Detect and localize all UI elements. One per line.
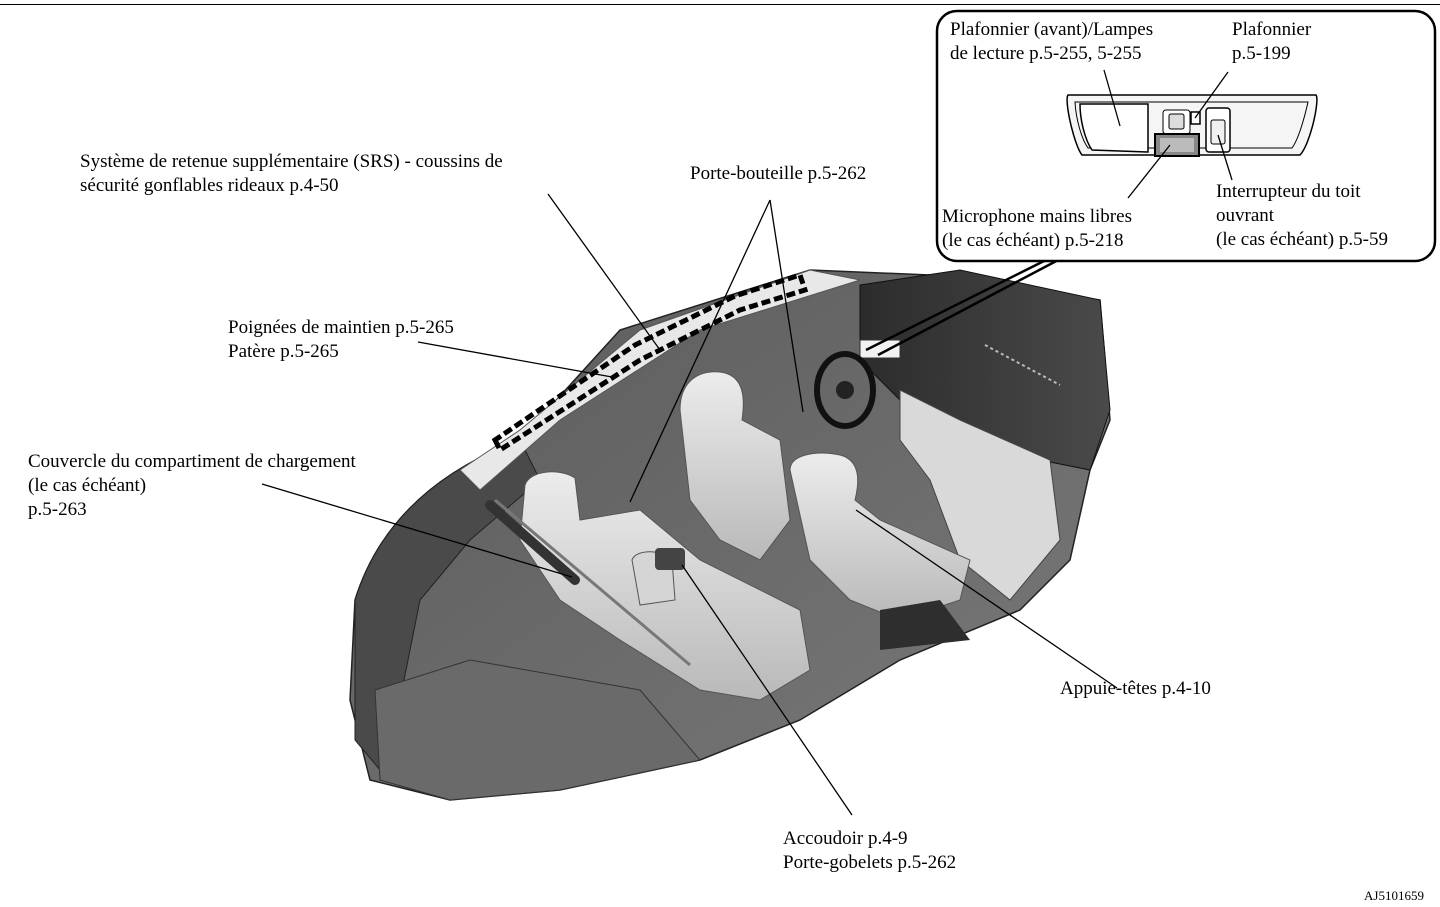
overhead-console — [859, 339, 901, 359]
label-head-restraints: Appuie-têtes p.4-10 — [1060, 678, 1211, 699]
armrest-cupholder — [655, 548, 685, 570]
label-grip-handles: Poignées de maintien p.5-265 Patère p.5-… — [228, 317, 454, 362]
figure-code: AJ5101659 — [1364, 888, 1424, 903]
label-microphone: Microphone mains libres (le cas échéant)… — [942, 206, 1132, 251]
label-sunroof-switch: Interrupteur du toit ouvrant (le cas éch… — [1216, 181, 1388, 250]
inset-callout — [865, 9, 1437, 357]
steering-wheel — [814, 351, 876, 429]
top-rule — [0, 4, 1440, 5]
label-cargo-cover: Couvercle du compartiment de chargement … — [28, 451, 356, 520]
front-seats — [679, 371, 971, 650]
dashboard — [859, 269, 1111, 601]
rear-seats — [519, 471, 811, 701]
leader-lines — [261, 193, 1118, 816]
label-front-lamps: Plafonnier (avant)/Lampes de lecture p.5… — [950, 19, 1154, 64]
label-armrest: Accoudoir p.4-9 Porte-gobelets p.5-262 — [783, 828, 957, 873]
cargo-cover — [485, 498, 691, 667]
curtain-airbag-outline — [491, 271, 809, 454]
label-curtain-airbags: Système de retenue supplémentaire (SRS) … — [80, 151, 503, 196]
label-room-lamp: Plafonnier p.5-199 — [1232, 19, 1312, 64]
label-bottle-holder: Porte-bouteille p.5-262 — [690, 163, 867, 184]
front-lamp-lens — [1079, 103, 1149, 153]
